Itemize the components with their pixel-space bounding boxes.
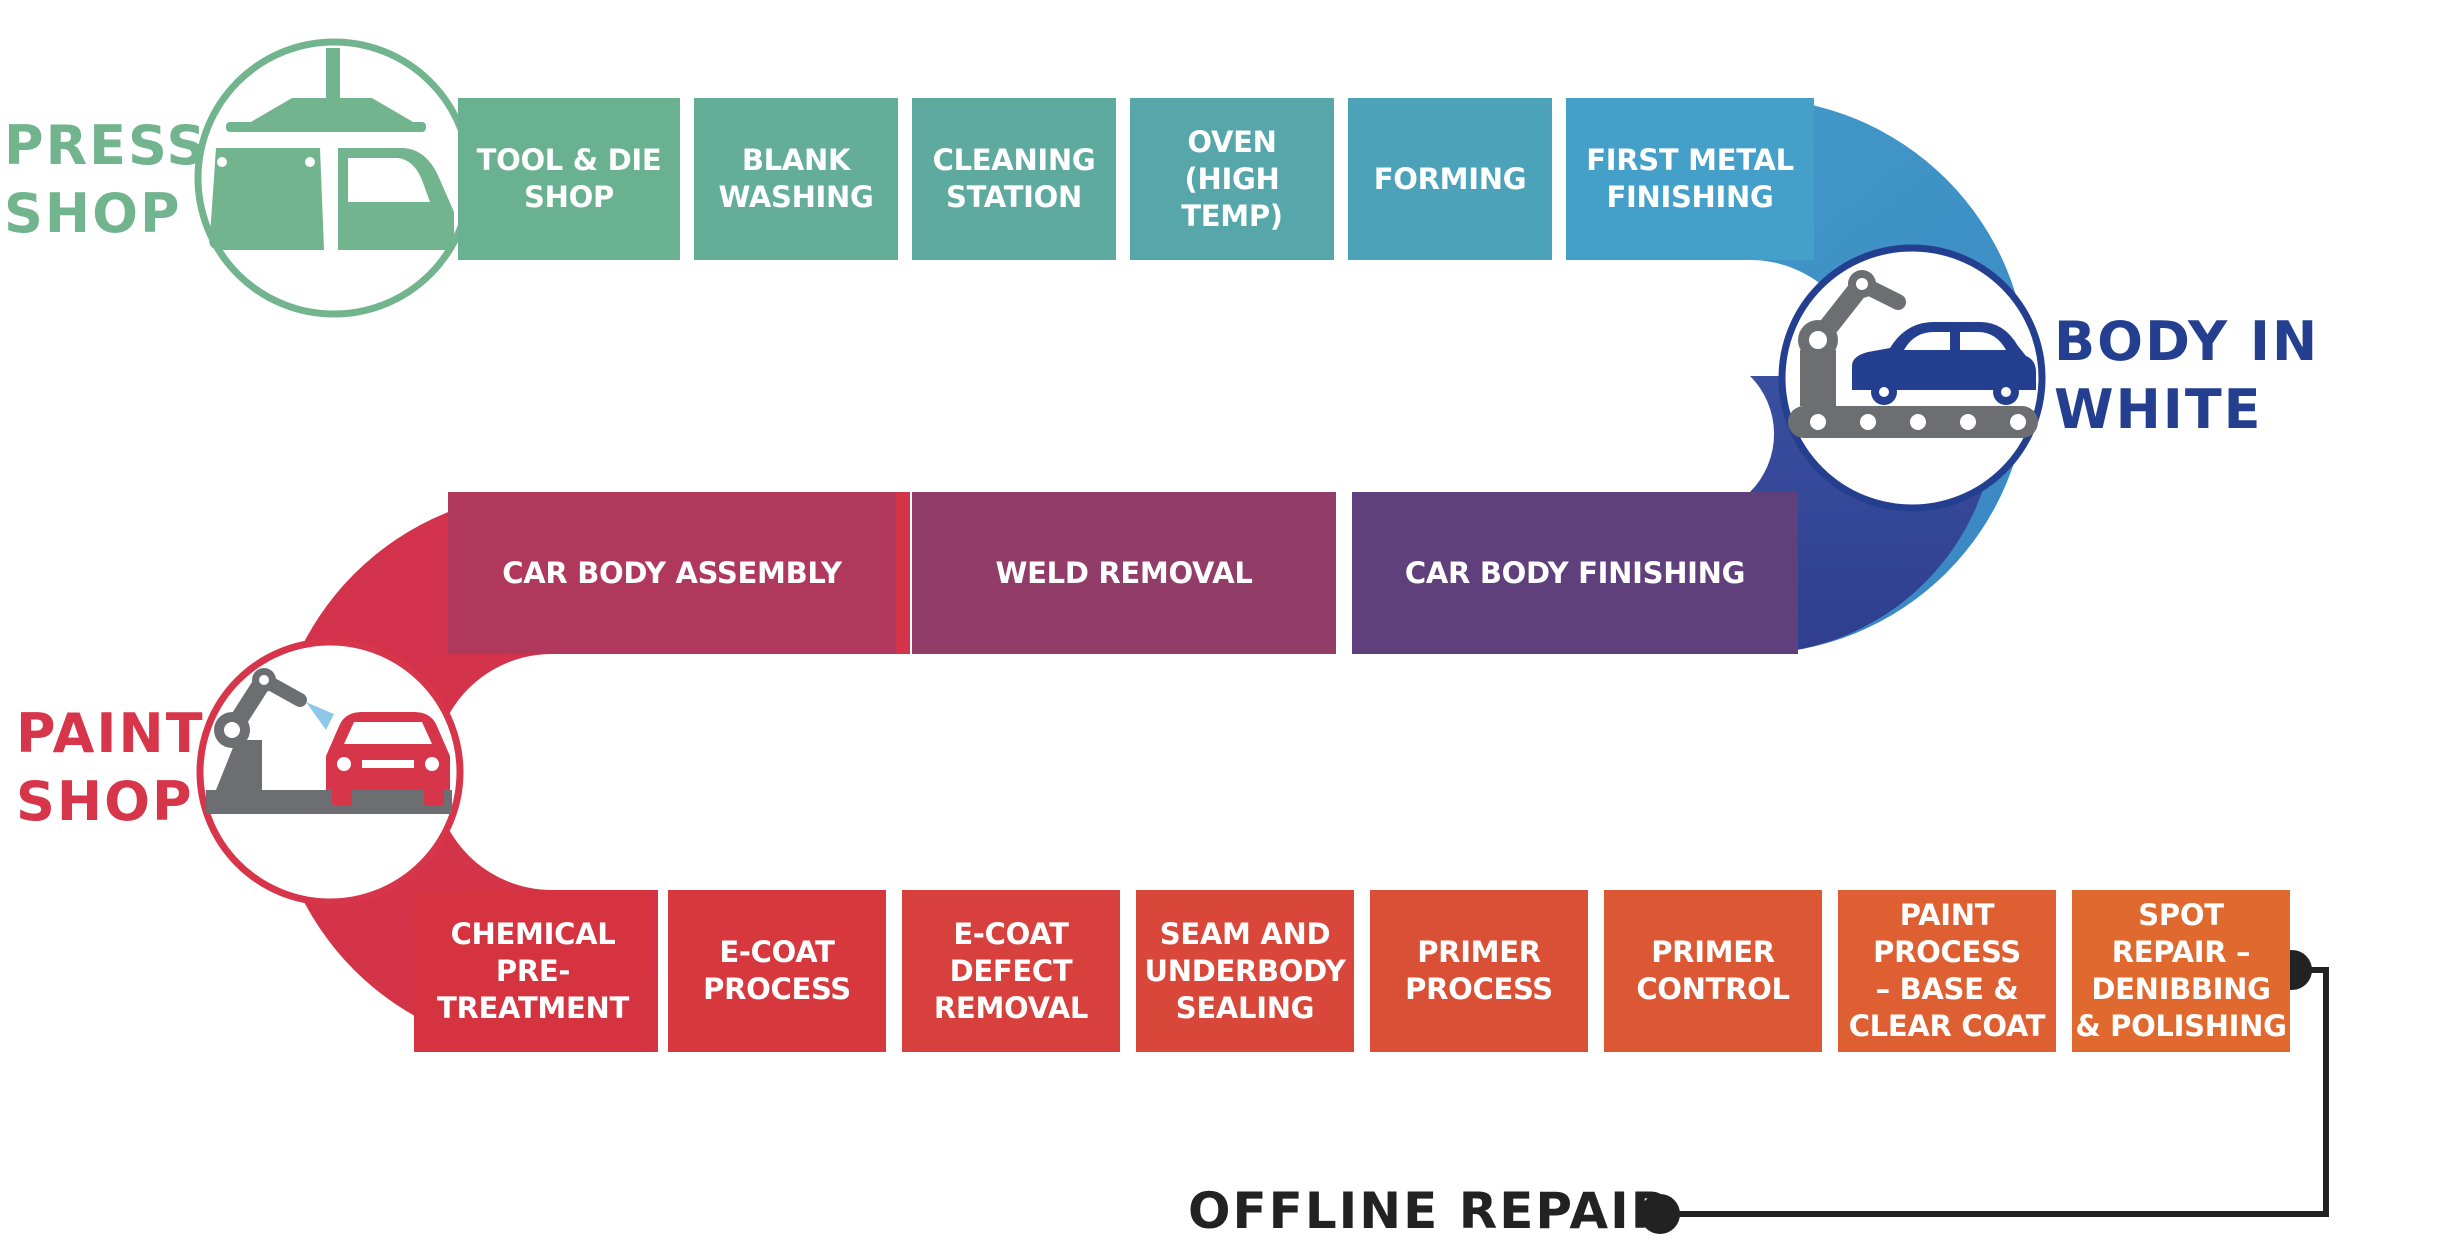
- offline-repair-label: OFFLINE REPAIR: [1188, 1182, 1672, 1240]
- press-shop-circle: [194, 38, 474, 318]
- step-forming: FORMING: [1348, 98, 1552, 260]
- step-tool-and-die-shop: TOOL & DIE SHOP: [458, 98, 680, 260]
- step-primer-control: PRIMER CONTROL: [1604, 890, 1822, 1052]
- step-first-metal-finishing: FIRST METAL FINISHING: [1566, 98, 1814, 260]
- step-weld-removal: WELD REMOVAL: [912, 492, 1336, 654]
- paint-shop-circle: [196, 638, 464, 906]
- step-blank-washing: BLANK WASHING: [694, 98, 898, 260]
- step-paint-process-base-clear-coat: PAINT PROCESS – BASE & CLEAR COAT: [1838, 890, 2056, 1052]
- step-cleaning-station: CLEANING STATION: [912, 98, 1116, 260]
- press-machine-icon: [209, 48, 454, 250]
- step-car-body-assembly: CAR BODY ASSEMBLY: [448, 492, 896, 654]
- body-in-white-label: BODY IN WHITE: [2054, 310, 2320, 441]
- step-primer-process: PRIMER PROCESS: [1370, 890, 1588, 1052]
- paint-robot-icon: [206, 668, 452, 814]
- paint-shop-label: PAINT SHOP: [16, 702, 205, 833]
- step-seam-and-underbody-sealing: SEAM AND UNDERBODY SEALING: [1136, 890, 1354, 1052]
- step-e-coat-defect-removal: E-COAT DEFECT REMOVAL: [902, 890, 1120, 1052]
- step-oven-high-temp: OVEN (HIGH TEMP): [1130, 98, 1334, 260]
- press-shop-label: PRESS SHOP: [4, 114, 208, 245]
- step-e-coat-process: E-COAT PROCESS: [668, 890, 886, 1052]
- body-in-white-circle: [1778, 244, 2046, 512]
- step-spot-repair-denibbing-polishing: SPOT REPAIR – DENIBBING & POLISHING: [2072, 890, 2290, 1052]
- welding-robot-conveyor-icon: [1788, 270, 2038, 438]
- step-car-body-finishing: CAR BODY FINISHING: [1352, 492, 1798, 654]
- step-chemical-pretreatment: CHEMICAL PRE- TREATMENT: [414, 890, 652, 1052]
